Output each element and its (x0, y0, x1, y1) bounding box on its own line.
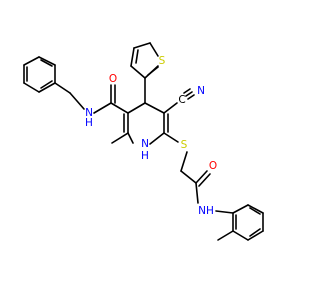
amide-top-n-label: N (85, 107, 93, 119)
canvas-background (0, 0, 300, 300)
dihydropyridine-ring (111, 102, 169, 145)
ring-nitrogen-label: N (141, 138, 149, 150)
thioether-sulfur-label: S (181, 139, 188, 151)
thiophene-ring (130, 42, 159, 104)
phenyl-ring-left (23, 56, 71, 94)
nitrile-nitrogen-label: N (197, 85, 205, 97)
amide-top-h-label: H (85, 117, 93, 129)
structure-drawing: N H O C N S N H S O NH (0, 0, 300, 300)
thioether-chain (163, 132, 211, 204)
ring-nitrogen-h-label: H (141, 150, 149, 162)
tolyl-ring-bottom (215, 204, 264, 241)
thiophene-sulfur-label: S (159, 55, 166, 67)
amide-top-oxygen-label: O (109, 73, 117, 85)
amide-top (69, 84, 129, 114)
nitrile-carbon-label: C (178, 94, 185, 106)
molecule-diagram: N H O C N S N H S O NH (0, 0, 300, 300)
nitrile-group (163, 88, 195, 114)
amide-bottom-nh-label: NH (198, 205, 214, 217)
amide-bottom-oxygen-label: O (209, 160, 217, 172)
